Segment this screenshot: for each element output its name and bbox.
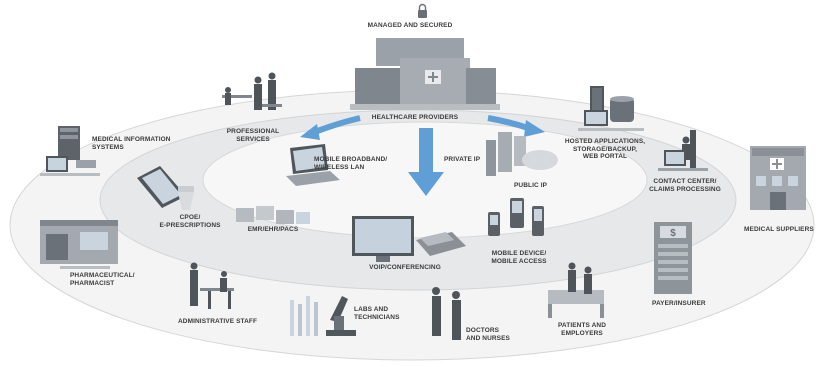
payer-insurer-building-icon: $	[654, 222, 692, 294]
arrow-down-icon	[408, 128, 444, 196]
label-patients-employers: PATIENTS AND EMPLOYERS	[557, 322, 607, 337]
label-payer-insurer: PAYER/INSURER	[652, 300, 706, 307]
doctors-nurses-icon	[432, 287, 461, 340]
tablet-icon	[137, 166, 194, 210]
label-emr-ehr-pacs: EMR/EHR/PACS	[247, 226, 299, 233]
medical-information-systems-icon	[40, 126, 100, 176]
label-contact-center: CONTACT CENTER/ CLAIMS PROCESSING	[649, 178, 721, 193]
laptop-icon	[286, 144, 340, 186]
emr-documents-icon	[236, 206, 310, 224]
medical-suppliers-building-icon	[750, 146, 806, 210]
label-mobile-broadband: MOBILE BROADBAND/ WIRELESS LAN	[314, 156, 388, 171]
pharmacy-building-icon	[40, 220, 118, 269]
label-healthcare-providers: HEALTHCARE PROVIDERS	[371, 114, 459, 121]
label-labs-technicians: LABS AND TECHNICIANS	[354, 306, 400, 321]
label-public-ip: PUBLIC IP	[514, 182, 548, 189]
video-conference-icon	[352, 216, 466, 262]
server-rack-icon	[486, 132, 558, 176]
patients-employers-icon	[548, 262, 604, 318]
arrow-right-icon	[487, 115, 545, 137]
mobile-devices-icon	[488, 198, 544, 236]
label-mobile-device: MOBILE DEVICE/ MOBILE ACCESS	[491, 250, 547, 265]
label-cpoe: CPOE/ E-PRESCRIPTIONS	[159, 214, 221, 229]
svg-text:$: $	[670, 228, 676, 239]
lab-equipment-icon	[290, 296, 356, 336]
label-administrative-staff: ADMINISTRATIVE STAFF	[178, 318, 258, 325]
label-managed-secured: MANAGED AND SECURED	[367, 22, 453, 29]
label-hosted-applications: HOSTED APPLICATIONS, STORAGE/BACKUP, WEB…	[564, 138, 646, 160]
hosted-applications-icon	[578, 86, 644, 131]
label-doctors-nurses: DOCTORS AND NURSES	[466, 327, 510, 342]
label-private-ip: PRIVATE IP	[444, 156, 481, 163]
lock-icon	[418, 3, 427, 18]
arrow-left-icon	[300, 115, 361, 140]
label-medical-information-systems: MEDICAL INFORMATION SYSTEMS	[92, 136, 171, 151]
contact-center-icon	[658, 130, 708, 171]
administrative-staff-icon	[190, 262, 234, 309]
label-pharmaceutical: PHARMACEUTICAL/ PHARMACIST	[70, 272, 135, 287]
label-voip-conferencing: VOIP/CONFERENCING	[369, 264, 441, 271]
professional-services-icon	[222, 72, 282, 110]
hospital-building-icon	[350, 38, 500, 110]
label-professional-services: PROFESSIONAL SERVICES	[226, 128, 280, 143]
label-medical-suppliers: MEDICAL SUPPLIERS	[744, 226, 814, 233]
